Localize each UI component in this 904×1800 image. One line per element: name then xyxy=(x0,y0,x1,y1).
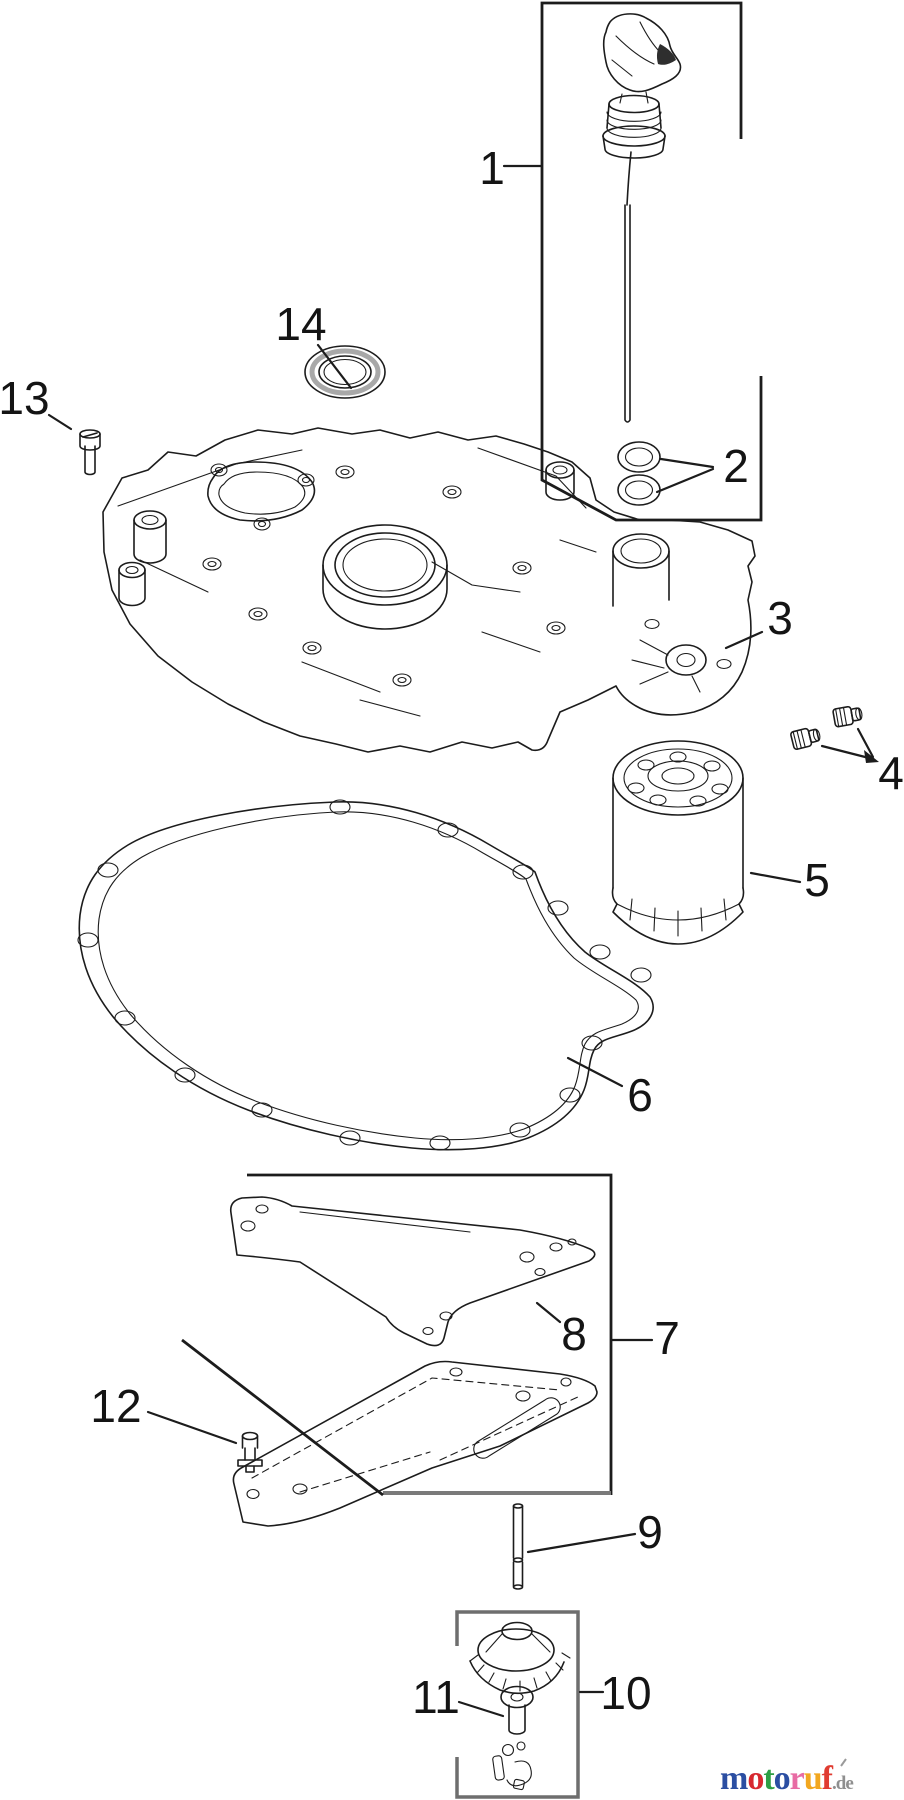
dipstick-grip-shade xyxy=(656,44,676,65)
oil-seal-part xyxy=(304,345,386,399)
callout-3: 3 xyxy=(767,592,793,644)
group-box-baffles-diagonal xyxy=(181,1338,384,1497)
callout-4-leader xyxy=(820,727,875,761)
callout-14-leader xyxy=(316,343,353,390)
callout-10: 10 xyxy=(600,1667,651,1719)
pump-small-parts xyxy=(492,1741,532,1791)
logo-letter-o2: o xyxy=(774,1760,790,1797)
logo-letter-o1: o xyxy=(747,1760,763,1797)
oil-pan-part xyxy=(102,427,756,753)
callout-8: 8 xyxy=(561,1308,587,1360)
callout-9: 9 xyxy=(637,1506,663,1558)
callout-8-leader xyxy=(535,1301,562,1324)
filter-mount-pad xyxy=(631,618,732,693)
group-box-baffles xyxy=(247,1173,613,1495)
logo-wordmark: motoruf.de xyxy=(720,1760,853,1797)
washer-screw-part xyxy=(500,1685,534,1735)
motoruf-logo[interactable]: motoruf.de xyxy=(720,1758,854,1797)
callout-labels: 1 2 3 4 5 6 7 8 9 10 11 12 13 14 xyxy=(0,142,904,1723)
callout-6: 6 xyxy=(627,1069,653,1121)
callout-13-leader xyxy=(47,413,73,431)
baffle-plate-upper xyxy=(229,1196,596,1347)
baffle-plate-lower xyxy=(232,1360,598,1527)
callout-6-leader xyxy=(566,1056,624,1088)
callout-13: 13 xyxy=(0,372,50,424)
dipstick-part xyxy=(602,13,682,423)
logo-letter-t: t xyxy=(763,1760,775,1797)
callout-14: 14 xyxy=(275,298,326,350)
stud-part xyxy=(512,1503,524,1590)
oil-filter-part xyxy=(611,740,745,945)
logo-tick xyxy=(840,1758,847,1767)
callout-4-arrowhead xyxy=(864,750,879,763)
gasket-part xyxy=(77,799,654,1151)
callout-2: 2 xyxy=(723,440,749,492)
filter-top-holes xyxy=(627,751,729,807)
dipstick-tube-boss xyxy=(545,461,575,501)
callout-2-leader xyxy=(655,457,715,494)
logo-letter-m: m xyxy=(720,1760,748,1797)
pan-bolt-bosses xyxy=(202,465,566,687)
bolt-12-part xyxy=(237,1431,263,1473)
group-box-gear xyxy=(455,1610,580,1799)
callout-9-leader xyxy=(526,1532,637,1554)
callout-12: 12 xyxy=(90,1380,141,1432)
bolt-13-part xyxy=(79,429,101,476)
dipstick-rod xyxy=(624,204,631,423)
callout-5: 5 xyxy=(804,854,830,906)
callout-3-leader xyxy=(724,630,764,650)
oil-fill-tube xyxy=(612,533,670,607)
logo-letter-r: r xyxy=(790,1760,805,1797)
callout-4: 4 xyxy=(878,747,904,799)
logo-suffix: .de xyxy=(832,1773,853,1794)
logo-letter-f: f xyxy=(822,1760,834,1797)
bolt-ears xyxy=(210,463,315,531)
callout-11-leader xyxy=(457,1700,505,1718)
callout-12-leader xyxy=(146,1410,238,1445)
fitting-part-a xyxy=(790,727,821,751)
fitting-part-b xyxy=(832,705,863,728)
logo-letter-u: u xyxy=(804,1760,822,1797)
o-rings-part xyxy=(617,441,661,506)
callout-7: 7 xyxy=(654,1312,680,1364)
group-box-dipstick xyxy=(540,1,763,522)
callout-5-leader xyxy=(749,871,802,884)
callout-1: 1 xyxy=(479,142,505,194)
gasket-bolt-holes xyxy=(77,799,652,1151)
callout-11: 11 xyxy=(412,1671,460,1723)
callout-leaders xyxy=(47,164,879,1718)
left-bosses xyxy=(118,510,167,607)
gear-part xyxy=(469,1621,571,1695)
